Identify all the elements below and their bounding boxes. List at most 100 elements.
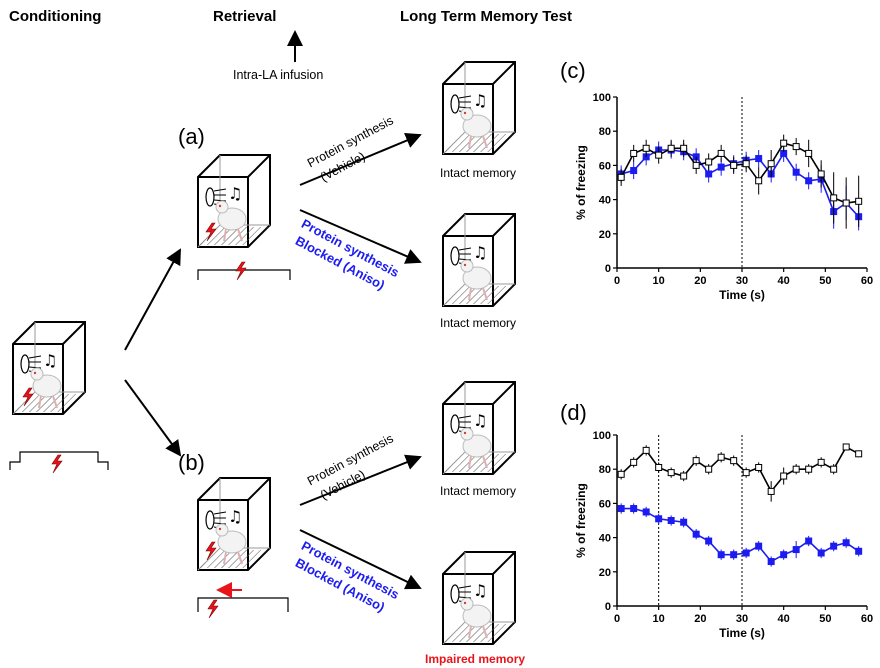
data-point [755, 463, 763, 471]
data-point [630, 458, 638, 466]
data-point [755, 155, 763, 163]
data-point [842, 443, 850, 451]
data-point [705, 537, 713, 545]
y-tick-label: 20 [599, 567, 611, 579]
data-point [705, 465, 713, 473]
data-point [805, 537, 813, 545]
data-point [692, 161, 700, 169]
ltm-cage-b-vehicle [442, 381, 516, 475]
data-point [792, 143, 800, 151]
data-point [805, 465, 813, 473]
conditioning-cage [12, 321, 86, 415]
panel-label-d: (d) [560, 400, 587, 425]
data-point [717, 149, 725, 157]
data-point [705, 170, 713, 178]
x-tick-label: 30 [736, 275, 748, 287]
data-point [680, 144, 688, 152]
y-tick-label: 0 [605, 601, 611, 613]
x-tick-label: 10 [653, 613, 665, 625]
y-tick-label: 40 [599, 195, 611, 207]
x-tick-label: 50 [819, 275, 831, 287]
conditioning-timeline [9, 451, 109, 474]
y-tick-label: 100 [593, 92, 611, 104]
x-tick-label: 40 [778, 275, 790, 287]
data-point [742, 469, 750, 477]
data-point [792, 168, 800, 176]
panel-label-b: (b) [178, 450, 205, 475]
data-point [617, 173, 625, 181]
x-tick-label: 20 [694, 613, 706, 625]
data-point [855, 547, 863, 555]
data-point [667, 517, 675, 524]
y-axis-label: % of freezing [574, 483, 588, 558]
data-point [642, 446, 650, 454]
data-point [767, 160, 775, 168]
data-point [717, 163, 725, 171]
y-tick-label: 20 [599, 229, 611, 241]
data-point [692, 530, 700, 538]
x-tick-label: 50 [819, 613, 831, 625]
ltm-cage-b-aniso [442, 551, 516, 645]
y-axis-label: % of freezing [574, 145, 588, 220]
data-point [717, 453, 725, 461]
x-tick-label: 0 [614, 613, 620, 625]
outcome-a-aniso: Intact memory [440, 316, 517, 330]
data-point [792, 465, 800, 473]
conditioning-header: Conditioning [9, 8, 102, 25]
arrow-a-aniso [299, 209, 422, 264]
retrieval-cage-b [197, 477, 271, 571]
infusion-label: Intra-LA infusion [233, 68, 324, 82]
data-point [842, 539, 850, 547]
x-tick-label: 0 [614, 275, 620, 287]
data-point [817, 549, 825, 557]
y-tick-label: 100 [593, 430, 611, 442]
data-point [680, 518, 688, 526]
x-axis-label: Time (s) [719, 626, 765, 640]
data-point [805, 177, 813, 185]
outcome-a-vehicle: Intact memory [440, 166, 517, 180]
x-tick-label: 60 [861, 613, 873, 625]
data-point [767, 558, 775, 566]
arrow-b-aniso [299, 529, 422, 590]
outcome-b-aniso: Impaired memory [425, 652, 526, 666]
data-point [780, 551, 788, 559]
data-point [630, 167, 638, 175]
data-point [767, 487, 775, 495]
x-tick-label: 60 [861, 275, 873, 287]
data-point [830, 194, 838, 202]
data-point [655, 515, 663, 523]
arrow-a-vehicle [299, 133, 422, 186]
ltm-cage-a-aniso [442, 213, 516, 307]
data-point [805, 149, 813, 157]
branch-arrow-a [124, 248, 181, 351]
data-point [842, 199, 850, 207]
ltm-test-header: Long Term Memory Test [400, 8, 572, 25]
data-point [755, 542, 763, 550]
data-point [830, 542, 838, 550]
x-tick-label: 10 [653, 275, 665, 287]
data-point [642, 508, 650, 516]
panel-label-a: (a) [178, 124, 205, 149]
data-point [617, 470, 625, 478]
data-point [742, 160, 750, 168]
data-point [742, 549, 750, 557]
y-tick-label: 60 [599, 498, 611, 510]
data-point [780, 472, 788, 480]
branch-arrow-b [124, 379, 182, 457]
x-tick-label: 40 [778, 613, 790, 625]
retrieval-timeline-b [197, 582, 289, 619]
data-point [730, 551, 738, 559]
data-point [830, 465, 838, 473]
data-point [730, 161, 738, 169]
data-point [642, 144, 650, 152]
x-axis-label: Time (s) [719, 288, 765, 302]
panel-label-c: (c) [560, 58, 586, 83]
data-point [755, 177, 763, 185]
data-point [655, 463, 663, 471]
data-point [630, 505, 638, 513]
data-point [817, 458, 825, 466]
y-tick-label: 80 [599, 126, 611, 138]
data-point [730, 457, 738, 465]
